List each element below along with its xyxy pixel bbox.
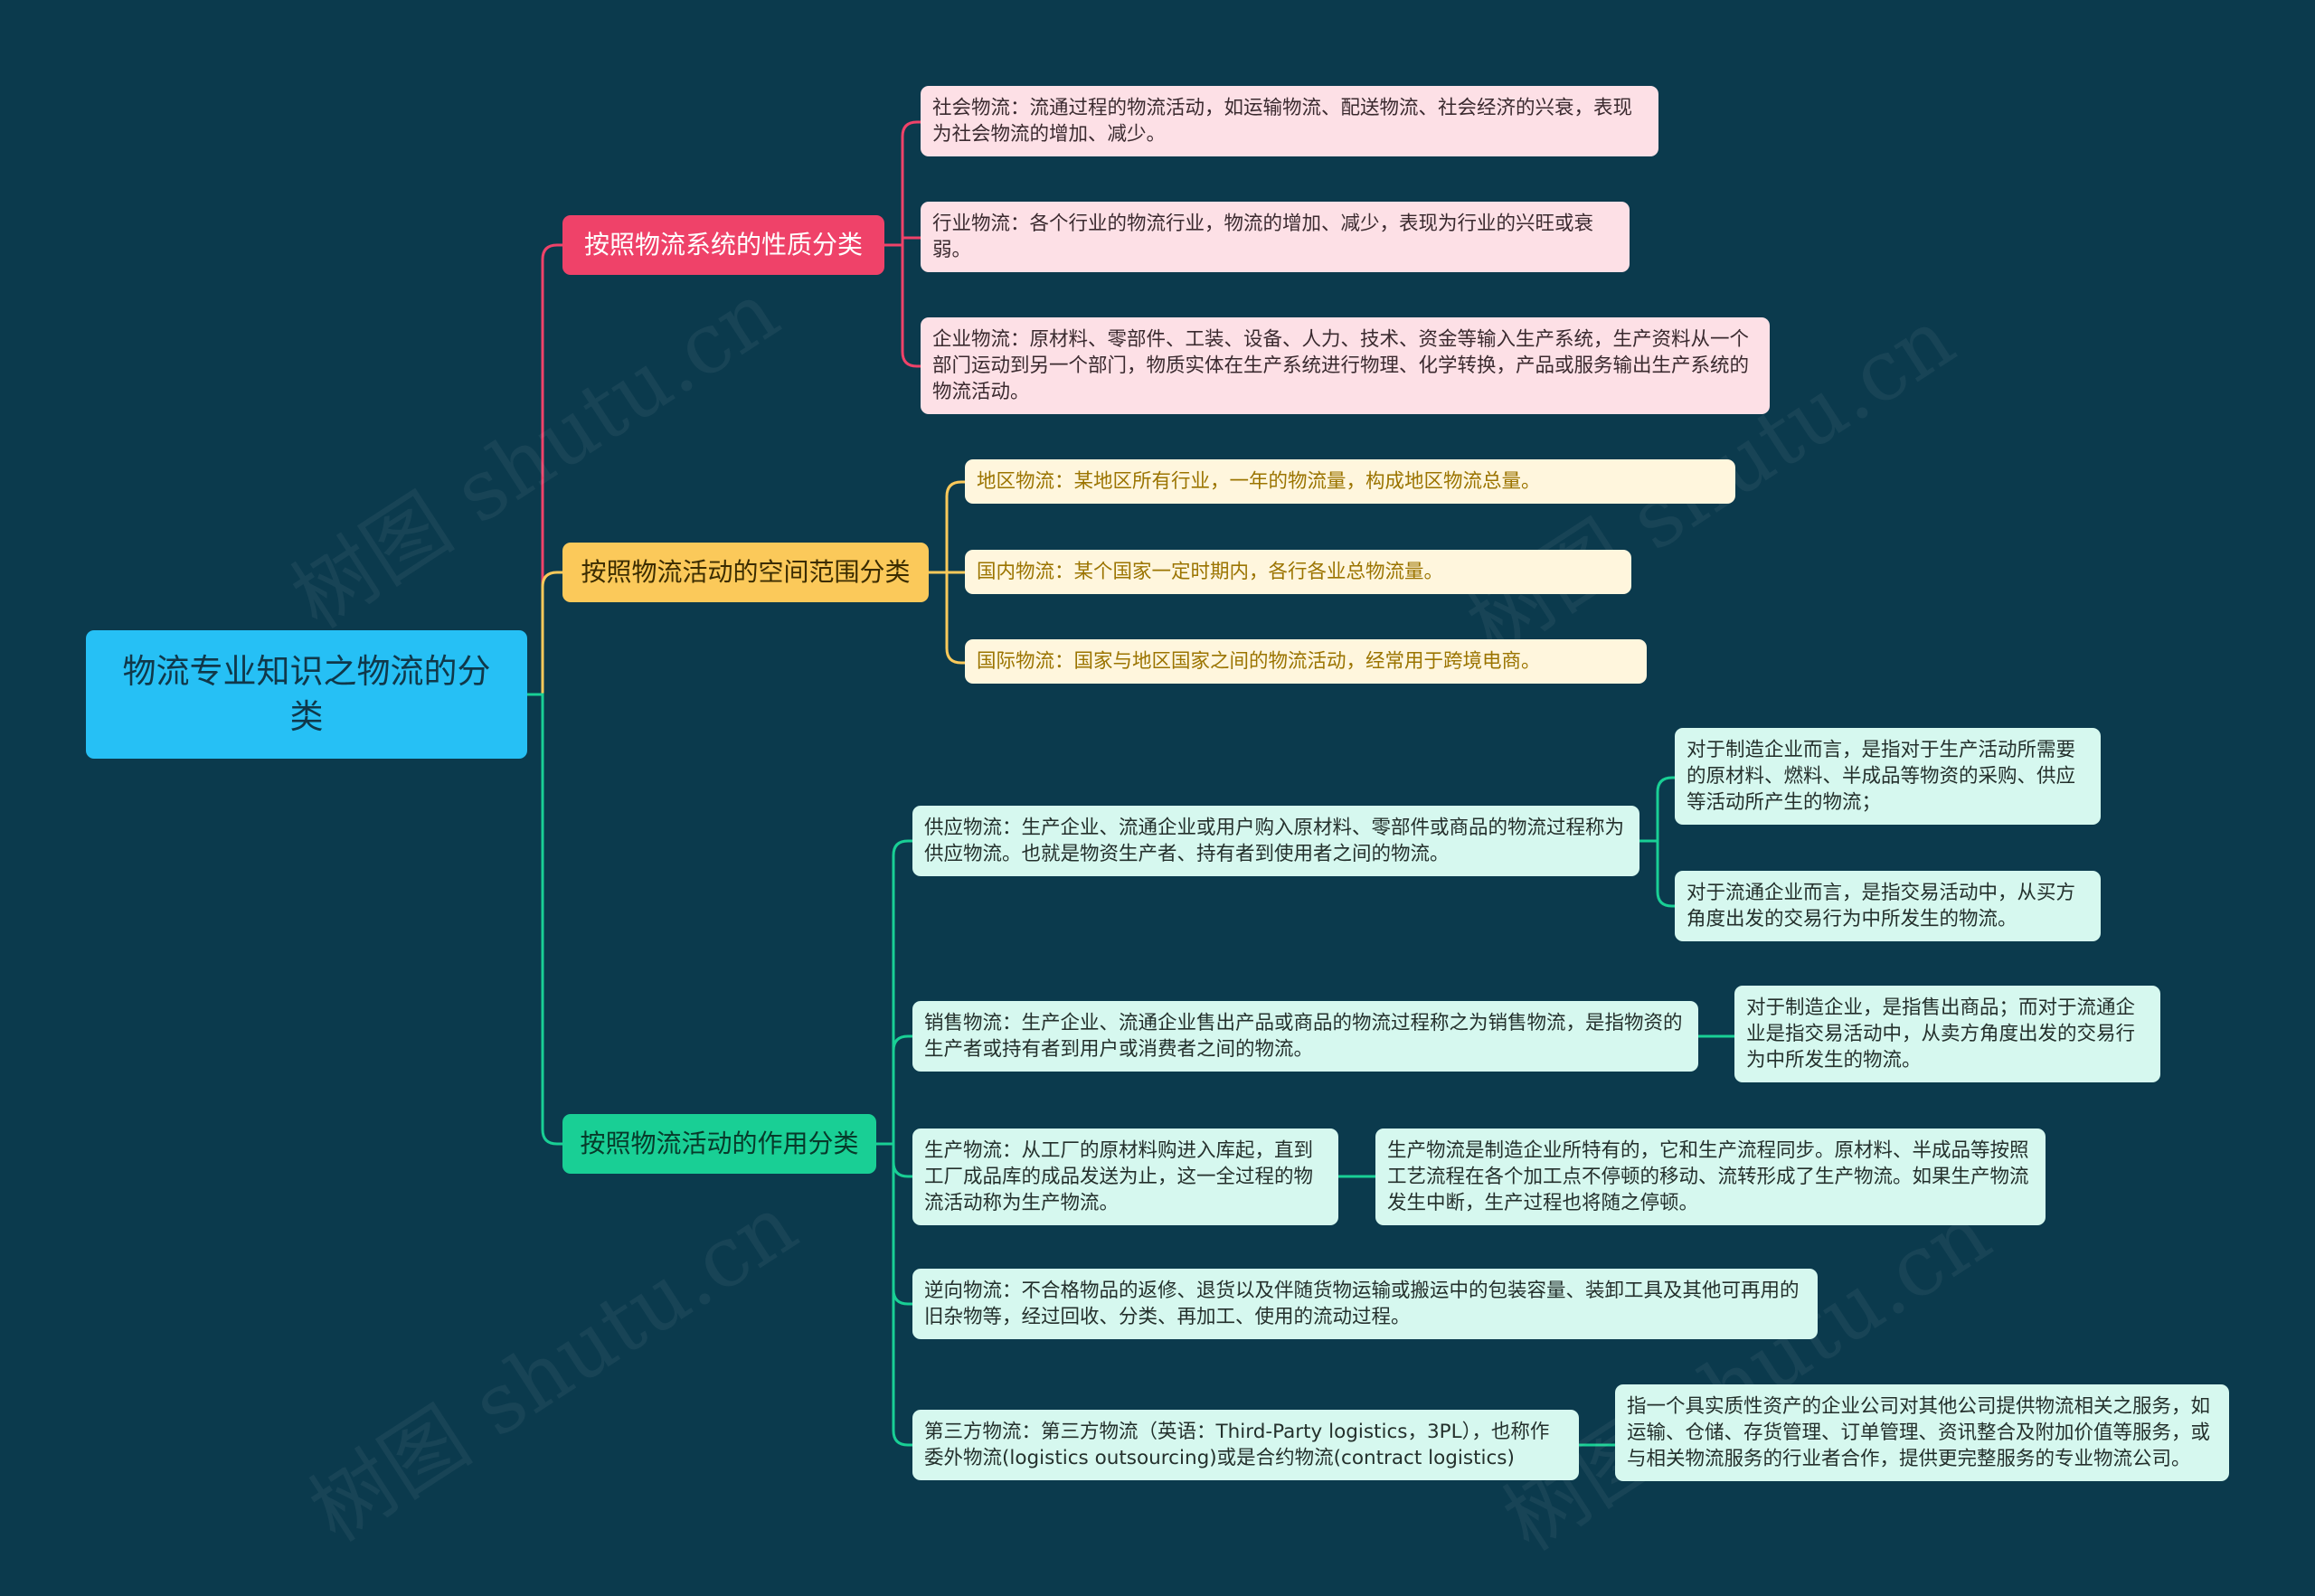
leaf-social-logistics[interactable]: 社会物流：流通过程的物流活动，如运输物流、配送物流、社会经济的兴衰，表现为社会物…	[921, 86, 1658, 156]
connector-b2-c1	[929, 480, 965, 574]
leaf-production-logistics[interactable]: 生产物流：从工厂的原材料购进入库起，直到工厂成品库的成品发送为止，这一全过程的物…	[912, 1129, 1338, 1225]
connector-supply-d2	[1639, 839, 1675, 908]
branch-nature[interactable]: 按照物流系统的性质分类	[562, 215, 884, 275]
root-node[interactable]: 物流专业知识之物流的分类	[86, 630, 527, 759]
connector-b3-c5	[876, 1142, 912, 1447]
connector-b1-c1	[884, 120, 921, 247]
leaf-regional-logistics[interactable]: 地区物流：某地区所有行业，一年的物流量，构成地区物流总量。	[965, 459, 1735, 504]
connector-b3-c2	[876, 1034, 912, 1146]
leaf-supply-logistics[interactable]: 供应物流：生产企业、流通企业或用户购入原材料、零部件或商品的物流过程称为供应物流…	[912, 806, 1639, 876]
leaf-domestic-logistics[interactable]: 国内物流：某个国家一定时期内，各行各业总物流量。	[965, 550, 1631, 594]
root-title: 物流专业知识之物流的分类	[122, 652, 491, 736]
detail-third-party[interactable]: 指一个具实质性资产的企业公司对其他公司提供物流相关之服务，如运输、仓储、存货管理…	[1615, 1384, 2229, 1481]
detail-production[interactable]: 生产物流是制造企业所特有的，它和生产流程同步。原材料、半成品等按照工艺流程在各个…	[1375, 1129, 2046, 1225]
leaf-industry-logistics[interactable]: 行业物流：各个行业的物流行业，物流的增加、减少，表现为行业的兴旺或衰弱。	[921, 202, 1630, 272]
connector-root-b1	[527, 243, 562, 696]
leaf-reverse-logistics[interactable]: 逆向物流：不合格物品的返修、退货以及伴随货物运输或搬运中的包装容量、装卸工具及其…	[912, 1269, 1818, 1339]
leaf-enterprise-logistics[interactable]: 企业物流：原材料、零部件、工装、设备、人力、技术、资金等输入生产系统，生产资料从…	[921, 317, 1770, 414]
detail-supply-manufacturing[interactable]: 对于制造企业而言，是指对于生产活动所需要的原材料、燃料、半成品等物资的采购、供应…	[1675, 728, 2101, 825]
connector-supply-d1	[1639, 776, 1675, 843]
leaf-third-party-logistics[interactable]: 第三方物流：第三方物流（英语：Third-Party logistics，3PL…	[912, 1410, 1579, 1480]
branch-space[interactable]: 按照物流活动的空间范围分类	[562, 543, 929, 602]
connector-b2-c3	[929, 571, 965, 665]
leaf-sales-logistics[interactable]: 销售物流：生产企业、流通企业售出产品或商品的物流过程称之为销售物流，是指物资的生…	[912, 1001, 1698, 1072]
connector-b3-c1	[876, 839, 912, 1146]
connector-root-b3	[527, 693, 562, 1146]
connector-b1-c2	[884, 236, 921, 247]
detail-sales[interactable]: 对于制造企业，是指售出商品；而对于流通企业是指交易活动中，从卖方角度出发的交易行…	[1734, 986, 2160, 1082]
leaf-international-logistics[interactable]: 国际物流：国家与地区国家之间的物流活动，经常用于跨境电商。	[965, 639, 1647, 684]
detail-supply-distribution[interactable]: 对于流通企业而言，是指交易活动中，从买方角度出发的交易行为中所发生的物流。	[1675, 871, 2101, 941]
connector-root-b2	[527, 571, 562, 696]
branch-function[interactable]: 按照物流活动的作用分类	[562, 1114, 876, 1174]
connector-b1-c3	[884, 243, 921, 368]
